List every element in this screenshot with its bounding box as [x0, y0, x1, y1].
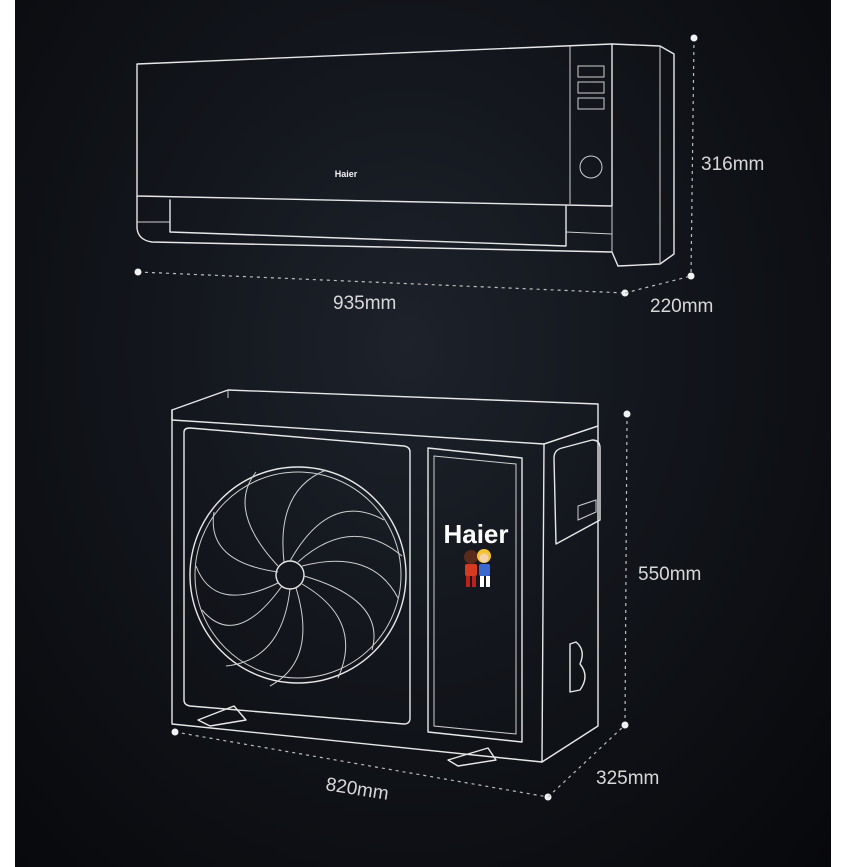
outdoor-front-panel — [171, 409, 545, 763]
indoor-display-slot-2 — [577, 81, 605, 94]
outdoor-dimensions: 550mm 820mm 325mm — [171, 410, 701, 805]
outdoor-brand-logo: Haier — [443, 519, 508, 549]
indoor-depth-label: 220mm — [650, 296, 713, 317]
mascot-characters-icon — [464, 549, 491, 587]
dim-dot — [171, 728, 179, 736]
indoor-brand-logo: Haier — [335, 169, 358, 179]
dim-dot — [623, 410, 631, 418]
outdoor-side-panel — [541, 425, 599, 763]
outdoor-logo-panel — [427, 447, 523, 743]
indoor-height-label: 316mm — [701, 154, 764, 175]
dim-dot — [687, 272, 695, 280]
fan-grille — [189, 466, 407, 687]
indoor-front-panel — [136, 43, 613, 207]
outdoor-top-panel — [171, 389, 599, 445]
fan-grille-frame — [183, 427, 411, 725]
outdoor-foot-left — [197, 705, 247, 727]
indoor-knob — [579, 155, 603, 179]
fan-hub — [275, 560, 305, 590]
outdoor-height-label: 550mm — [638, 564, 701, 585]
dim-dot — [134, 268, 142, 276]
outdoor-unit: Haier — [171, 389, 601, 767]
indoor-unit: Haier — [136, 43, 675, 267]
dim-dot — [690, 34, 698, 42]
indoor-width-label: 935mm — [333, 293, 396, 314]
outdoor-foot-right — [447, 747, 497, 767]
service-port — [569, 641, 586, 693]
outdoor-depth-label: 325mm — [596, 768, 659, 789]
dark-background — [15, 0, 831, 867]
indoor-dimensions: 316mm 935mm 220mm — [134, 34, 764, 317]
indoor-side-panel — [611, 43, 675, 267]
side-handle — [553, 439, 601, 545]
indoor-display-slot-3 — [577, 97, 605, 110]
outdoor-width-label: 820mm — [324, 774, 390, 805]
indoor-display-slot-1 — [577, 65, 605, 78]
